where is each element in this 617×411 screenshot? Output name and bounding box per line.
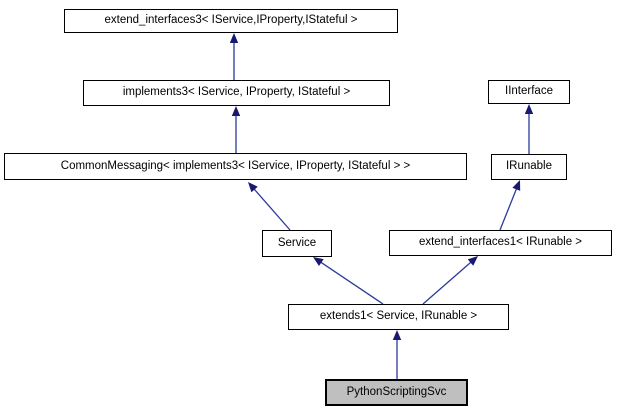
inheritance-arrowhead — [231, 106, 241, 116]
class-node-label: IInterface — [505, 85, 553, 98]
class-node-extends1[interactable]: extends1< Service, IRunable > — [288, 304, 509, 330]
inheritance-arrow-line — [319, 260, 384, 305]
class-node-label: CommonMessaging< implements3< IService, … — [60, 159, 411, 172]
inheritance-arrowhead — [229, 33, 239, 43]
inheritance-arrowhead — [392, 330, 402, 340]
class-node-label: PythonScriptingSvc — [346, 385, 447, 398]
class-node-commonmessaging[interactable]: CommonMessaging< implements3< IService, … — [4, 153, 467, 180]
inheritance-arrow-line — [252, 187, 291, 231]
class-node-label: implements3< IService, IProperty, IState… — [122, 86, 351, 99]
class-node-extend-interfaces1[interactable]: extend_interfaces1< IRunable > — [389, 230, 612, 256]
inheritance-arrowhead — [512, 180, 521, 191]
inheritance-arrowhead — [313, 257, 324, 267]
class-node-iinterface[interactable]: IInterface — [488, 80, 570, 104]
class-node-label: extend_interfaces1< IRunable > — [418, 236, 583, 249]
class-node-pythonscriptingsvc: PythonScriptingSvc — [325, 379, 468, 406]
class-node-implements3[interactable]: implements3< IService, IProperty, IState… — [83, 80, 390, 106]
inheritance-arrow-line — [422, 260, 473, 305]
class-node-label: IRunable — [505, 160, 553, 173]
class-node-service[interactable]: Service — [262, 230, 332, 257]
inheritance-arrowhead — [524, 104, 534, 114]
class-node-label: extends1< Service, IRunable > — [319, 310, 478, 323]
inheritance-arrowhead — [467, 256, 478, 266]
class-node-extend-interfaces3[interactable]: extend_interfaces3< IService,IProperty,I… — [64, 9, 398, 33]
class-node-label: Service — [277, 236, 317, 249]
class-node-irunable[interactable]: IRunable — [491, 154, 567, 180]
inheritance-arrow-line — [499, 187, 518, 231]
inheritance-arrowhead — [248, 182, 258, 193]
class-node-label: extend_interfaces3< IService,IProperty,I… — [104, 14, 358, 27]
